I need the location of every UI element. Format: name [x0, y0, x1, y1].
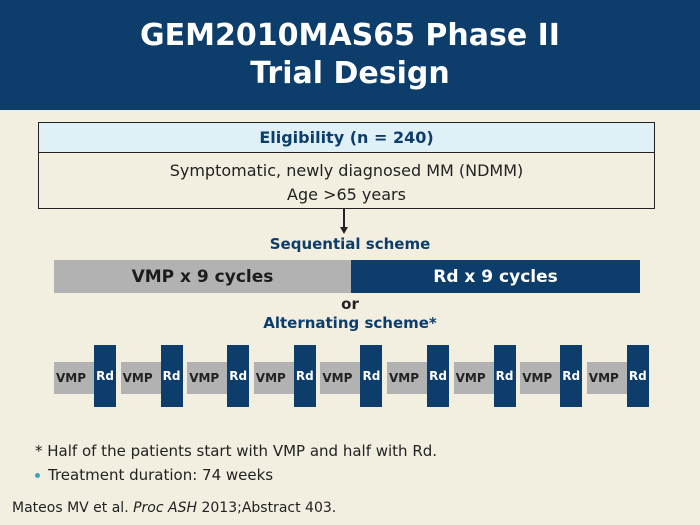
citation-details: 2013;Abstract 403. [201, 500, 337, 516]
alternating-rd-block: Rd [227, 345, 250, 407]
treatment-duration-item: Treatment duration: 74 weeks [35, 466, 273, 484]
treatment-duration-text: Treatment duration: 74 weeks [48, 466, 274, 484]
eligibility-criterion-1: Symptomatic, newly diagnosed MM (NDMM) [169, 161, 524, 180]
alternating-rd-block: Rd [360, 345, 383, 407]
eligibility-criteria: Symptomatic, newly diagnosed MM (NDMM) A… [39, 153, 654, 207]
title-line-1: GEM2010MAS65 Phase II [140, 18, 560, 53]
or-label: or [341, 295, 359, 313]
footnote: * Half of the patients start with VMP an… [35, 442, 438, 460]
flow-arrow-head [340, 227, 348, 234]
sequential-scheme-label: Sequential scheme [269, 235, 431, 253]
bullet-icon [35, 472, 40, 478]
title-line-2: Trial Design [250, 56, 450, 91]
alternating-rd-block: Rd [160, 345, 183, 407]
eligibility-box: Eligibility (n = 240) Symptomatic, newly… [38, 122, 655, 209]
eligibility-heading: Eligibility (n = 240) [39, 123, 654, 153]
alternating-rd-block: Rd [427, 345, 449, 407]
sequential-vmp-bar: VMP x 9 cycles [54, 260, 351, 293]
alternating-rd-block: Rd [626, 345, 649, 407]
citation-authors: Mateos MV et al. [12, 500, 129, 516]
alternating-rd-block: Rd [560, 345, 583, 407]
eligibility-criterion-2: Age >65 years [287, 185, 406, 204]
flow-arrow-shaft [343, 209, 345, 229]
alternating-rd-block: Rd [293, 345, 316, 407]
alternating-scheme-label: Alternating scheme* [263, 314, 437, 332]
citation-journal: Proc ASH [133, 500, 198, 516]
alternating-rd-block: Rd [493, 345, 516, 407]
alternating-rd-block: Rd [94, 345, 116, 407]
sequential-rd-bar: Rd x 9 cycles [351, 260, 640, 293]
title-banner: GEM2010MAS65 Phase II Trial Design [0, 0, 700, 110]
citation: Mateos MV et al. Proc ASH 2013;Abstract … [12, 500, 336, 516]
